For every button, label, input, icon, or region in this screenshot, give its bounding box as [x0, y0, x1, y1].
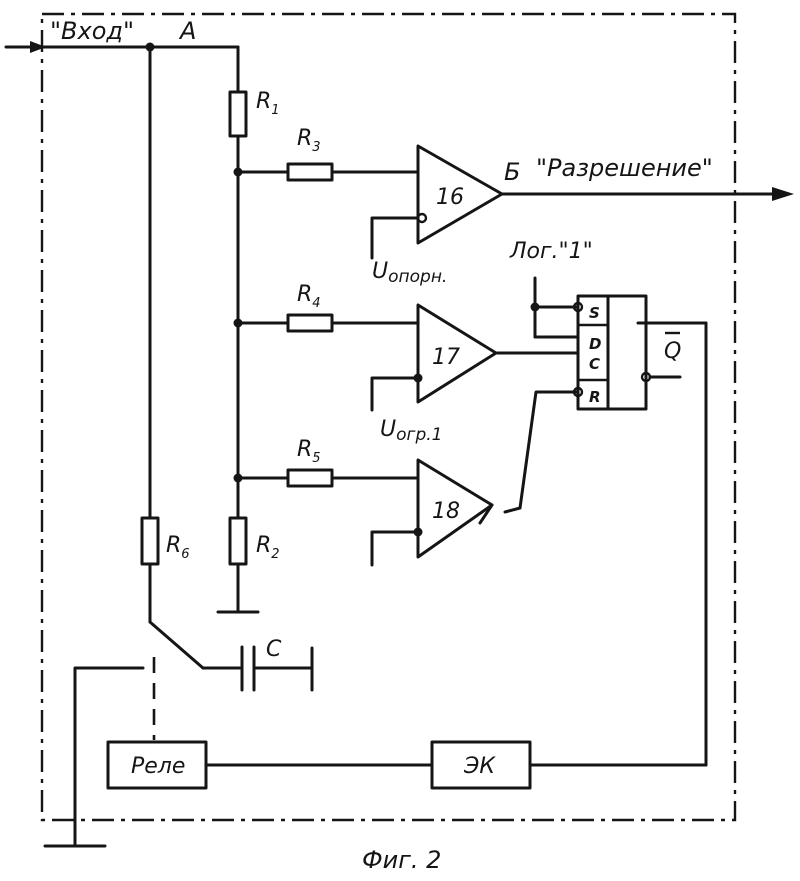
node-b-label: Б [504, 158, 520, 186]
u-ref-label: Uопорн. [372, 259, 447, 287]
timing-branch [45, 47, 312, 846]
q-bar-label: Q [664, 339, 681, 364]
capacitor-label: C [266, 637, 282, 662]
r6-label: R6 [166, 533, 190, 562]
ff-c-pin: C [589, 355, 600, 373]
resistor-r4 [288, 315, 332, 331]
logic-one-label: Лог."1" [509, 239, 593, 264]
relay-label: Реле [131, 754, 185, 779]
comparator-17-label: 17 [432, 345, 460, 370]
ek-label: ЭК [463, 754, 496, 779]
u-lim-label: Uогр.1 [380, 417, 442, 445]
figure-caption: Фиг. 2 [362, 846, 441, 874]
ff-d-pin: D [589, 335, 601, 353]
node-a-label: A [178, 17, 196, 45]
comparator-16-label: 16 [436, 185, 464, 210]
comparator-18-label: 18 [432, 499, 460, 524]
divider-ladder [218, 47, 258, 612]
r2-label: R2 [256, 533, 280, 562]
resistor-r2 [230, 518, 246, 564]
branch-r5 [238, 470, 418, 486]
resistor-r1 [230, 92, 246, 136]
r4-label: R4 [297, 282, 321, 311]
input-label: "Вход" [50, 17, 134, 45]
resistor-r3 [288, 164, 332, 180]
control-blocks [108, 742, 706, 788]
resistor-r6 [142, 518, 158, 564]
r3-label: R3 [297, 126, 321, 155]
relay-contact [150, 622, 203, 668]
resistor-r5 [288, 470, 332, 486]
ff-s-pin: S [589, 304, 600, 322]
enable-label: "Разрешение" [536, 154, 713, 182]
branch-r4 [238, 315, 418, 331]
branch-r3 [238, 164, 418, 180]
r1-label: R1 [256, 89, 280, 118]
ff-r-pin: R [589, 388, 601, 406]
comparator-17 [372, 305, 578, 410]
r5-label: R5 [297, 437, 321, 466]
